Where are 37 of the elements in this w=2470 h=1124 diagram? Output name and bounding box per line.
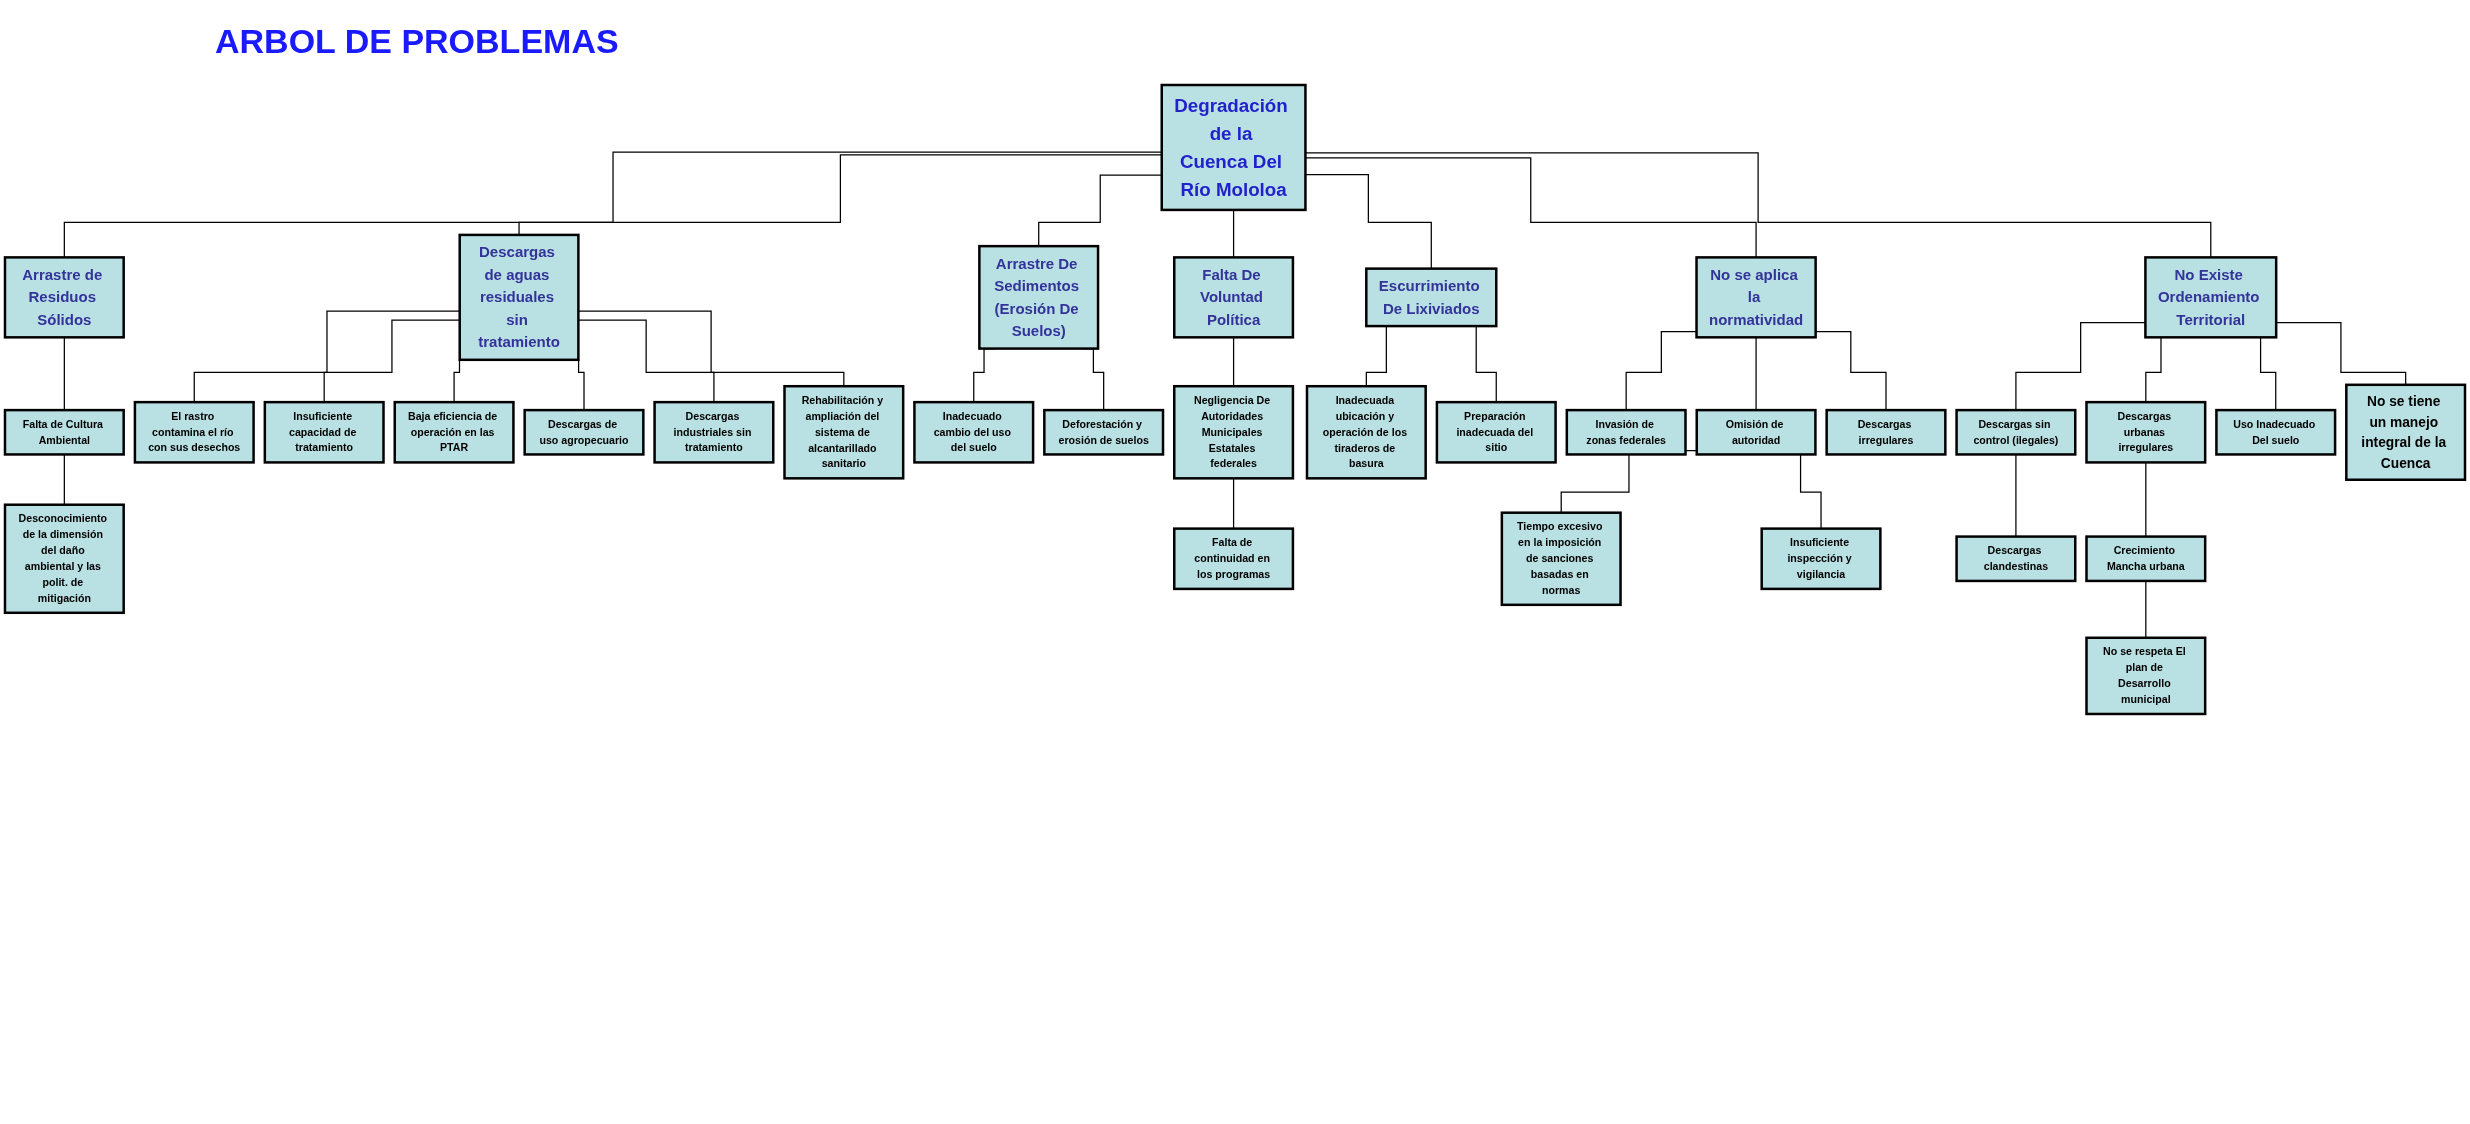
node-box: Descargas clandestinas (1955, 535, 2077, 583)
node-box: Degradación de la Cuenca Del Río Mololoa (1160, 83, 1307, 212)
node-box: Desconocimiento de la dimensión del daño ambiental y las polit. de mitigación (3, 503, 125, 615)
node-box: Descargas de aguas residuales sin tratamiento (458, 233, 580, 362)
node-box: Descargas de uso agropecuario (523, 408, 645, 456)
node-box: Negligencia De Autoridades Municipales Estatales federales (1173, 384, 1295, 480)
diagram-title: ARBOL DE PROBLEMAS (215, 22, 619, 61)
node-box: No se respeta El plan de Desarrollo municipal (2085, 636, 2207, 716)
node-box: Arrastre de Residuos Sólidos (3, 256, 125, 339)
node-box: Uso Inadecuado Del suelo (2215, 408, 2337, 456)
node-box: Descargas irregulares (1825, 408, 1947, 456)
node-box: Baja eficiencia de operación en las PTAR (393, 400, 515, 464)
node-box: Insuficiente inspección y vigilancia (1760, 527, 1882, 591)
node-box: Descargas industriales sin tratamiento (653, 400, 775, 464)
node-box: No se aplica la normatividad (1695, 256, 1817, 339)
node-box: Omisión de autoridad (1695, 408, 1817, 456)
node-box: Arrastre De Sedimentos (Erosión De Suelos) (978, 244, 1100, 350)
node-box: Inadecuado cambio del uso del suelo (913, 400, 1035, 464)
node-box: Falta de Cultura Ambiental (3, 408, 125, 456)
node-box: Rehabilitación y ampliación del sistema de alcantarillado sanitario (783, 384, 905, 480)
node-box: Deforestación y erosión de suelos (1043, 408, 1165, 456)
node-box: Inadecuada ubicación y operación de los tiraderos de basura (1305, 384, 1427, 480)
node-box: Descargas sin control (ilegales) (1955, 408, 2077, 456)
node-box: Insuficiente capacidad de tratamiento (263, 400, 385, 464)
node-box: Falta De Voluntad Política (1173, 256, 1295, 339)
node-box: Tiempo excesivo en la imposición de sanciones basadas en normas (1500, 511, 1622, 607)
node-box: El rastro contamina el río con sus desechos (133, 400, 255, 464)
node-box: Crecimiento Mancha urbana (2085, 535, 2207, 583)
node-box: Descargas urbanas irregulares (2085, 400, 2207, 464)
node-box: Preparación inadecuada del sitio (1435, 400, 1557, 464)
connector (1232, 209, 1235, 258)
node-box: Escurrimiento De Lixiviados (1365, 267, 1498, 328)
node-box: No Existe Ordenamiento Territorial (2144, 256, 2278, 339)
connector (1815, 331, 1887, 411)
node-box: Falta de continuidad en los programas (1173, 527, 1295, 591)
node-box: Invasión de zonas federales (1565, 408, 1687, 456)
node-box: No se tiene un manejo integral de la Cuenca (2345, 383, 2467, 481)
